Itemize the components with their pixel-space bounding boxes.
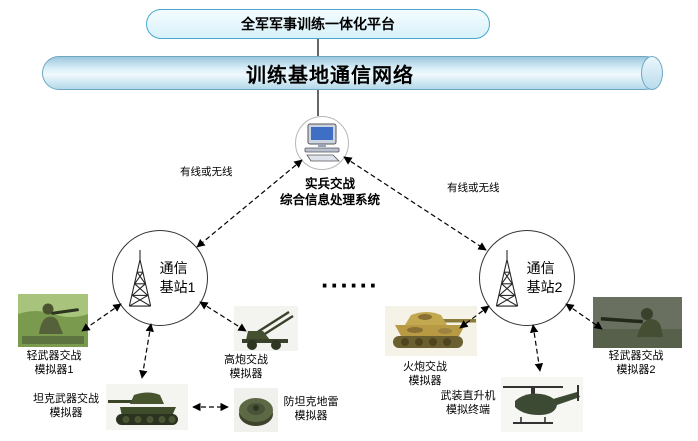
base-station-1-label-line1: 通信	[159, 260, 188, 276]
light-weapon-simulator-2-image	[593, 297, 682, 348]
light-weapon-sim-1-label: 轻武器交战 模拟器1	[10, 349, 98, 377]
mine-sim-label: 防坦克地雷 模拟器	[276, 395, 346, 423]
base-station-1-label-line2: 基站1	[159, 279, 196, 295]
label-line: 轻武器交战	[26, 350, 82, 362]
antenna-tower-icon	[495, 249, 518, 307]
base-station-2-label-line1: 通信	[526, 260, 555, 276]
label-line: 模拟器	[408, 375, 442, 387]
processor-label: 实兵交战 综合信息处理系统	[262, 176, 398, 208]
attack-helicopter-terminal-image	[501, 377, 583, 432]
aa-gun-simulator-image	[234, 306, 298, 351]
light-weapon-simulator-1-image	[18, 294, 88, 347]
label-line: 模拟器	[49, 407, 83, 419]
label-line: 模拟器1	[34, 364, 74, 376]
base-station-1-label: 通信 基站1	[160, 259, 196, 297]
base-station-2-label: 通信 基站2	[527, 259, 563, 297]
label-line: 模拟器	[229, 368, 263, 380]
link-station1-tank	[139, 323, 154, 379]
label-line: 模拟器2	[616, 364, 656, 376]
platform-box: 全军军事训练一体化平台	[146, 9, 490, 39]
backbone-label: 训练基地通信网络	[246, 64, 414, 87]
cylinder-body	[42, 56, 662, 90]
label-line: 高炮交战	[224, 354, 268, 366]
tank-sim-label: 坦克武器交战 模拟器	[24, 392, 108, 420]
artillery-simulator-image	[385, 306, 477, 356]
label-line: 模拟器	[294, 410, 328, 422]
label-line: 轻武器交战	[608, 350, 664, 362]
processor-node	[295, 116, 349, 170]
computer-icon	[304, 123, 340, 162]
antenna-tower-icon	[128, 249, 151, 307]
cylinder-end-cap	[641, 56, 663, 90]
aa-gun-sim-label: 高炮交战 模拟器	[210, 353, 282, 381]
link-station2-helicopter	[529, 324, 544, 372]
label-line: 坦克武器交战	[33, 393, 99, 405]
helicopter-terminal-label: 武装直升机 模拟终端	[434, 389, 502, 417]
backbone-cylinder: 训练基地通信网络	[42, 56, 663, 90]
ellipsis-more-stations: ······	[321, 270, 379, 300]
link-label-right: 有线或无线	[447, 182, 500, 194]
tank-simulator-image	[106, 384, 188, 430]
anti-tank-mine-simulator-image	[234, 388, 278, 432]
processor-label-line1: 实兵交战	[304, 177, 355, 191]
platform-label: 全军军事训练一体化平台	[241, 16, 395, 32]
label-line: 火炮交战	[403, 361, 447, 373]
base-station-2-label-line2: 基站2	[526, 279, 563, 295]
base-station-2-node: 通信 基站2	[479, 230, 575, 326]
label-line: 防坦克地雷	[283, 396, 339, 408]
processor-label-line2: 综合信息处理系统	[279, 193, 380, 207]
base-station-1-node: 通信 基站1	[112, 230, 208, 326]
label-line: 模拟终端	[446, 404, 490, 416]
artillery-sim-label: 火炮交战 模拟器	[392, 360, 458, 388]
light-weapon-sim-2-label: 轻武器交战 模拟器2	[594, 349, 678, 377]
link-label-left: 有线或无线	[180, 166, 233, 178]
label-line: 武装直升机	[440, 390, 496, 402]
